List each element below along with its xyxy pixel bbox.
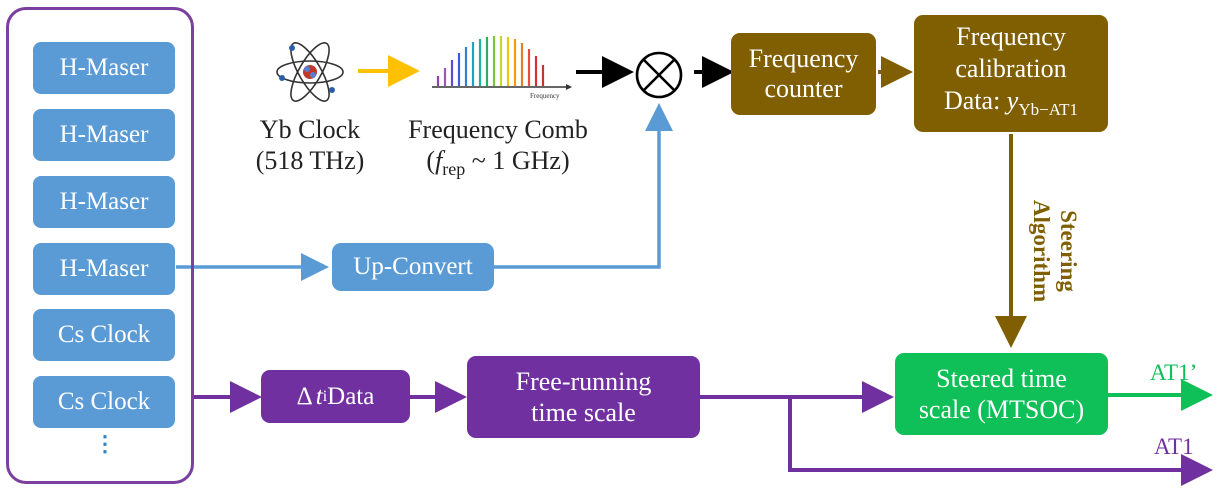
- more-clocks-ellipsis: ⋮: [94, 431, 116, 456]
- output-label-at1-prime: AT1’: [1150, 360, 1198, 385]
- yb-clock-label: Yb Clock (518 THz): [246, 114, 374, 176]
- arrow-at1-output: [788, 397, 1213, 486]
- steering-label-line1: Steering: [1056, 210, 1081, 292]
- free-running-line1: Free-running: [515, 367, 652, 396]
- frequency-calibration-box: Frequency calibration Data: yYb−AT1: [914, 15, 1108, 132]
- frequency-calibration-line1: Frequency: [956, 21, 1066, 51]
- yb-clock-frequency: (518 THz): [255, 146, 365, 175]
- steered-line2: scale (MTSOC): [918, 395, 1085, 424]
- comb-axis-label: Frequency: [530, 92, 560, 100]
- atom-icon: [276, 42, 344, 102]
- mixer-icon: [635, 51, 683, 99]
- frequency-comb-name: Frequency Comb: [408, 115, 588, 144]
- clock-ensemble-frame: [6, 7, 194, 484]
- up-convert-box: Up-Convert: [332, 243, 494, 291]
- frequency-calibration-line2: calibration: [955, 53, 1067, 83]
- arrow-upconvert-to-mixer: [494, 103, 673, 269]
- clock-box-cs-1: Cs Clock: [33, 309, 175, 361]
- clock-box-hmaser-2: H-Maser: [33, 109, 175, 161]
- clock-box-cs-2: Cs Clock: [33, 376, 175, 428]
- output-label-at1: AT1: [1154, 434, 1194, 459]
- steering-algorithm-label: Steering Algorithm: [1020, 186, 1090, 316]
- free-running-line2: time scale: [531, 398, 636, 427]
- clock-box-hmaser-4: H-Maser: [33, 243, 175, 295]
- frequency-comb-rep-rate: (frep ~ 1 GHz): [426, 146, 570, 180]
- steering-label-line2: Algorithm: [1029, 199, 1054, 303]
- frequency-counter-line2: counter: [764, 74, 843, 103]
- frequency-calibration-data: Data: yYb−AT1: [943, 85, 1078, 120]
- yb-clock-name: Yb Clock: [259, 115, 361, 144]
- frequency-comb-icon: Frequency: [432, 36, 572, 100]
- frequency-counter-line1: Frequency: [748, 44, 859, 73]
- clock-box-hmaser-3: H-Maser: [33, 176, 175, 228]
- steered-line1: Steered time: [936, 364, 1067, 393]
- frequency-comb-label: Frequency Comb (frep ~ 1 GHz): [398, 114, 598, 185]
- clock-box-hmaser-1: H-Maser: [33, 42, 175, 94]
